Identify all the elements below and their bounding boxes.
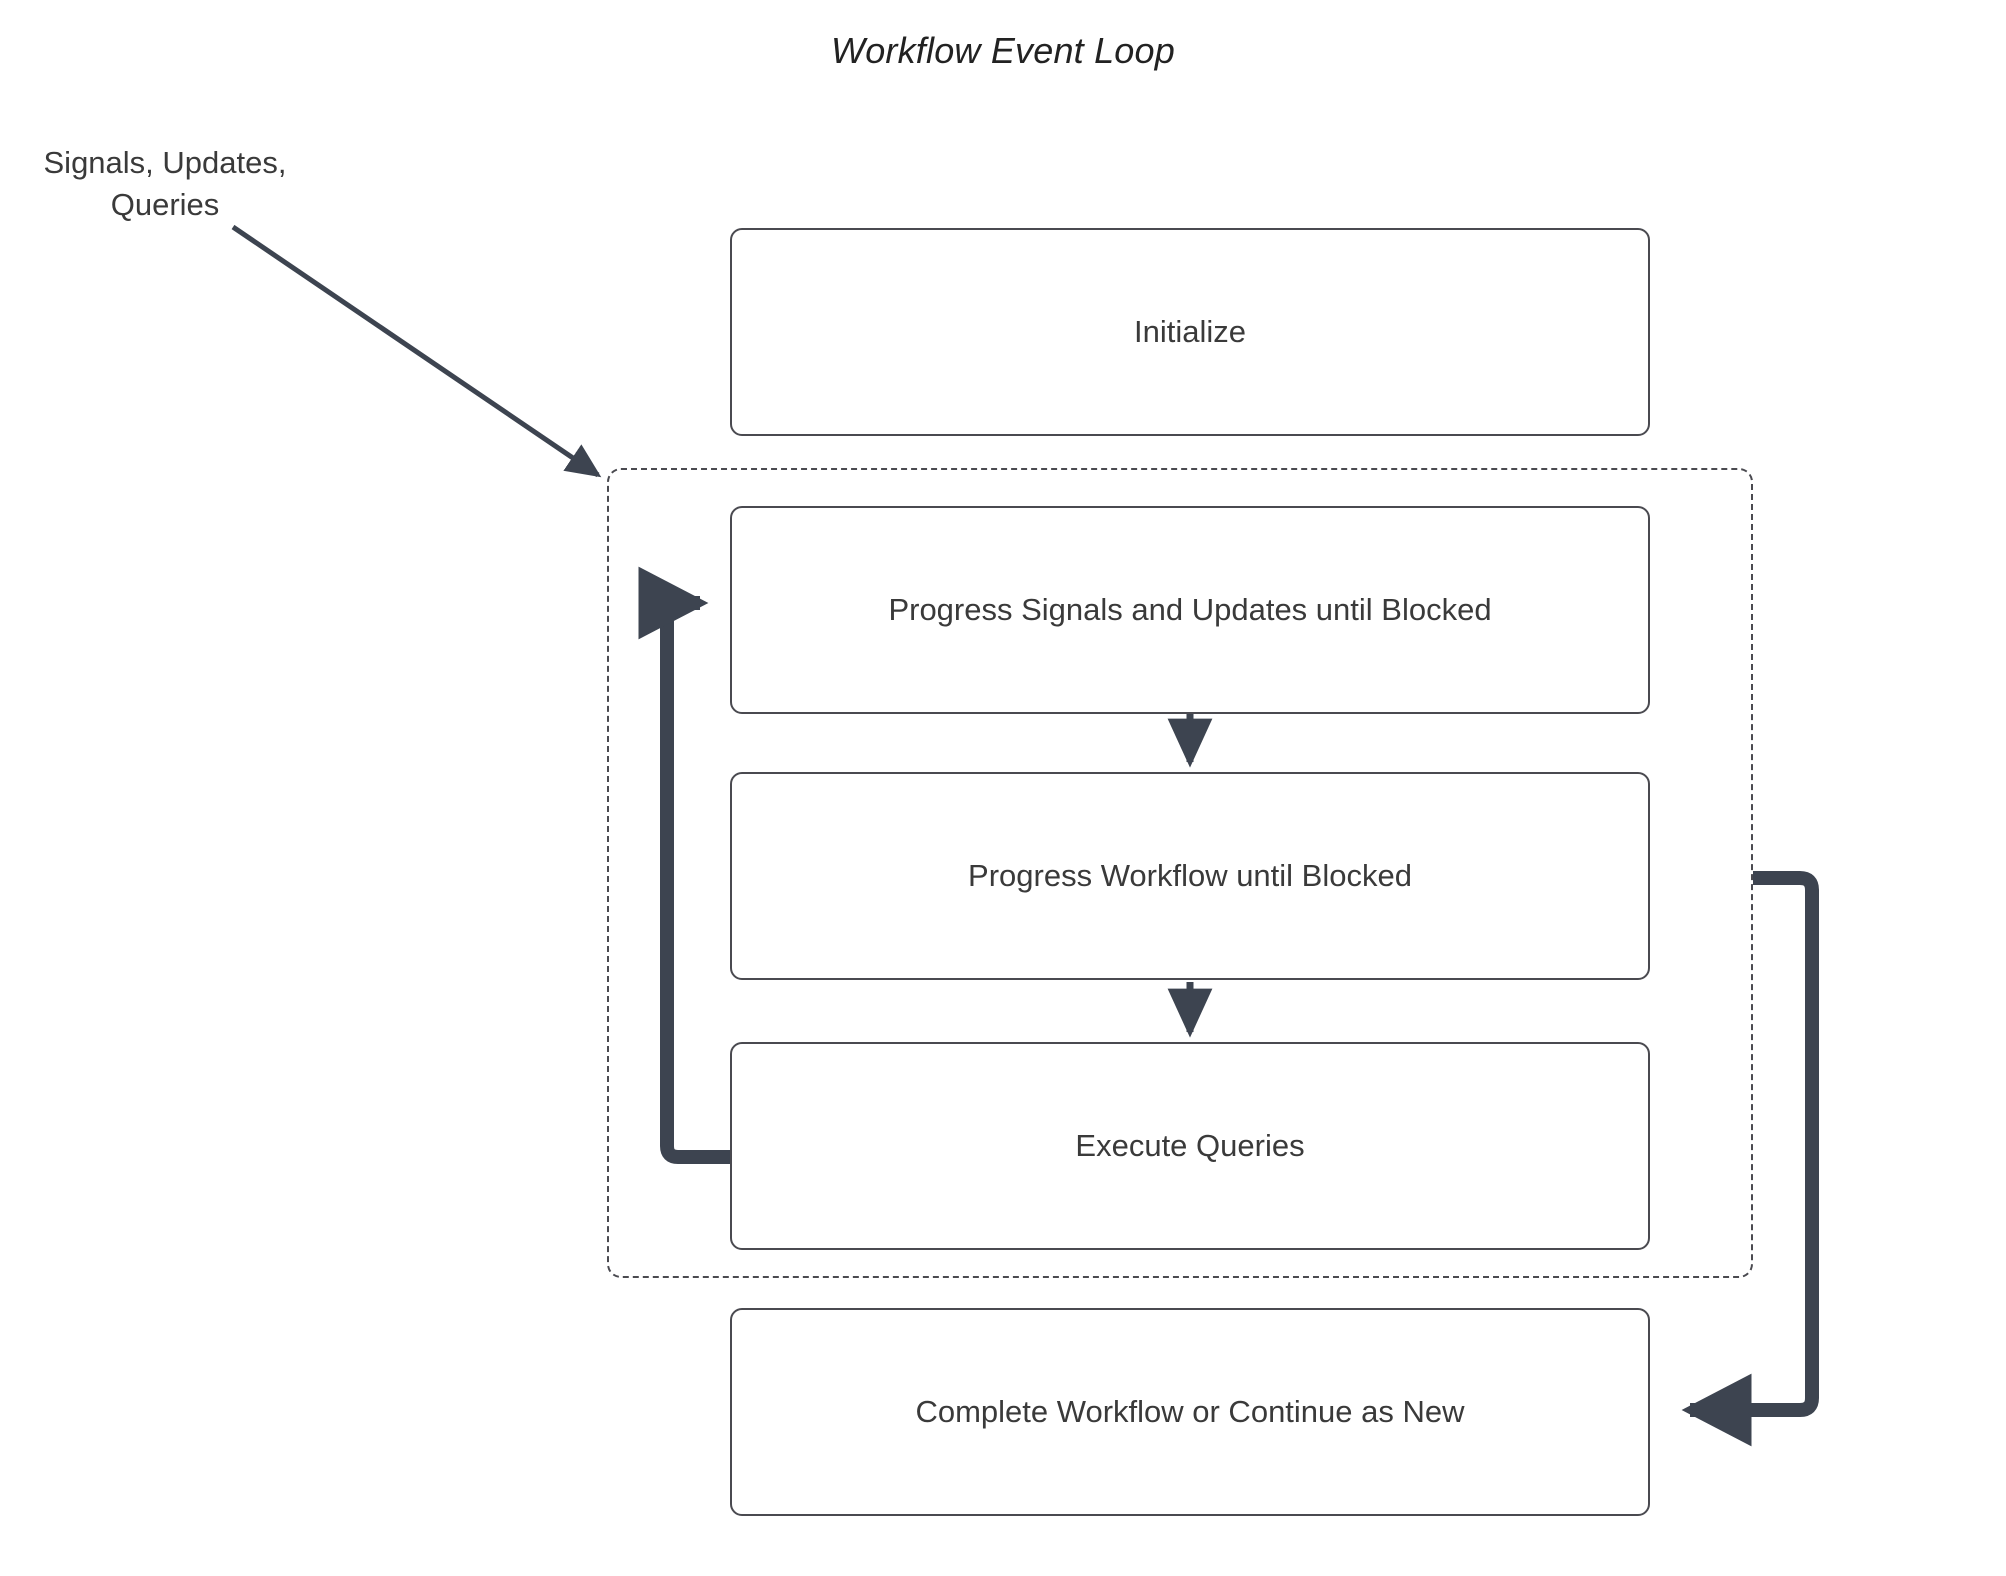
external-input-label-line1: Signals, Updates, bbox=[43, 145, 287, 180]
node-execute-queries[interactable]: Execute Queries bbox=[730, 1042, 1650, 1250]
node-progress-workflow-label: Progress Workflow until Blocked bbox=[968, 858, 1412, 893]
external-input-label: Signals, Updates, Queries bbox=[20, 142, 310, 226]
connector-input-to-loop bbox=[231, 224, 602, 478]
node-initialize-label: Initialize bbox=[1134, 314, 1246, 349]
node-progress-signals[interactable]: Progress Signals and Updates until Block… bbox=[730, 506, 1650, 714]
node-progress-workflow[interactable]: Progress Workflow until Blocked bbox=[730, 772, 1650, 980]
node-complete-workflow-label: Complete Workflow or Continue as New bbox=[915, 1394, 1465, 1429]
node-progress-signals-label: Progress Signals and Updates until Block… bbox=[888, 592, 1492, 627]
node-initialize[interactable]: Initialize bbox=[730, 228, 1650, 436]
node-complete-workflow[interactable]: Complete Workflow or Continue as New bbox=[730, 1308, 1650, 1516]
node-execute-queries-label: Execute Queries bbox=[1075, 1128, 1305, 1163]
external-input-label-line2: Queries bbox=[110, 187, 220, 222]
page-title: Workflow Event Loop bbox=[831, 30, 1175, 71]
